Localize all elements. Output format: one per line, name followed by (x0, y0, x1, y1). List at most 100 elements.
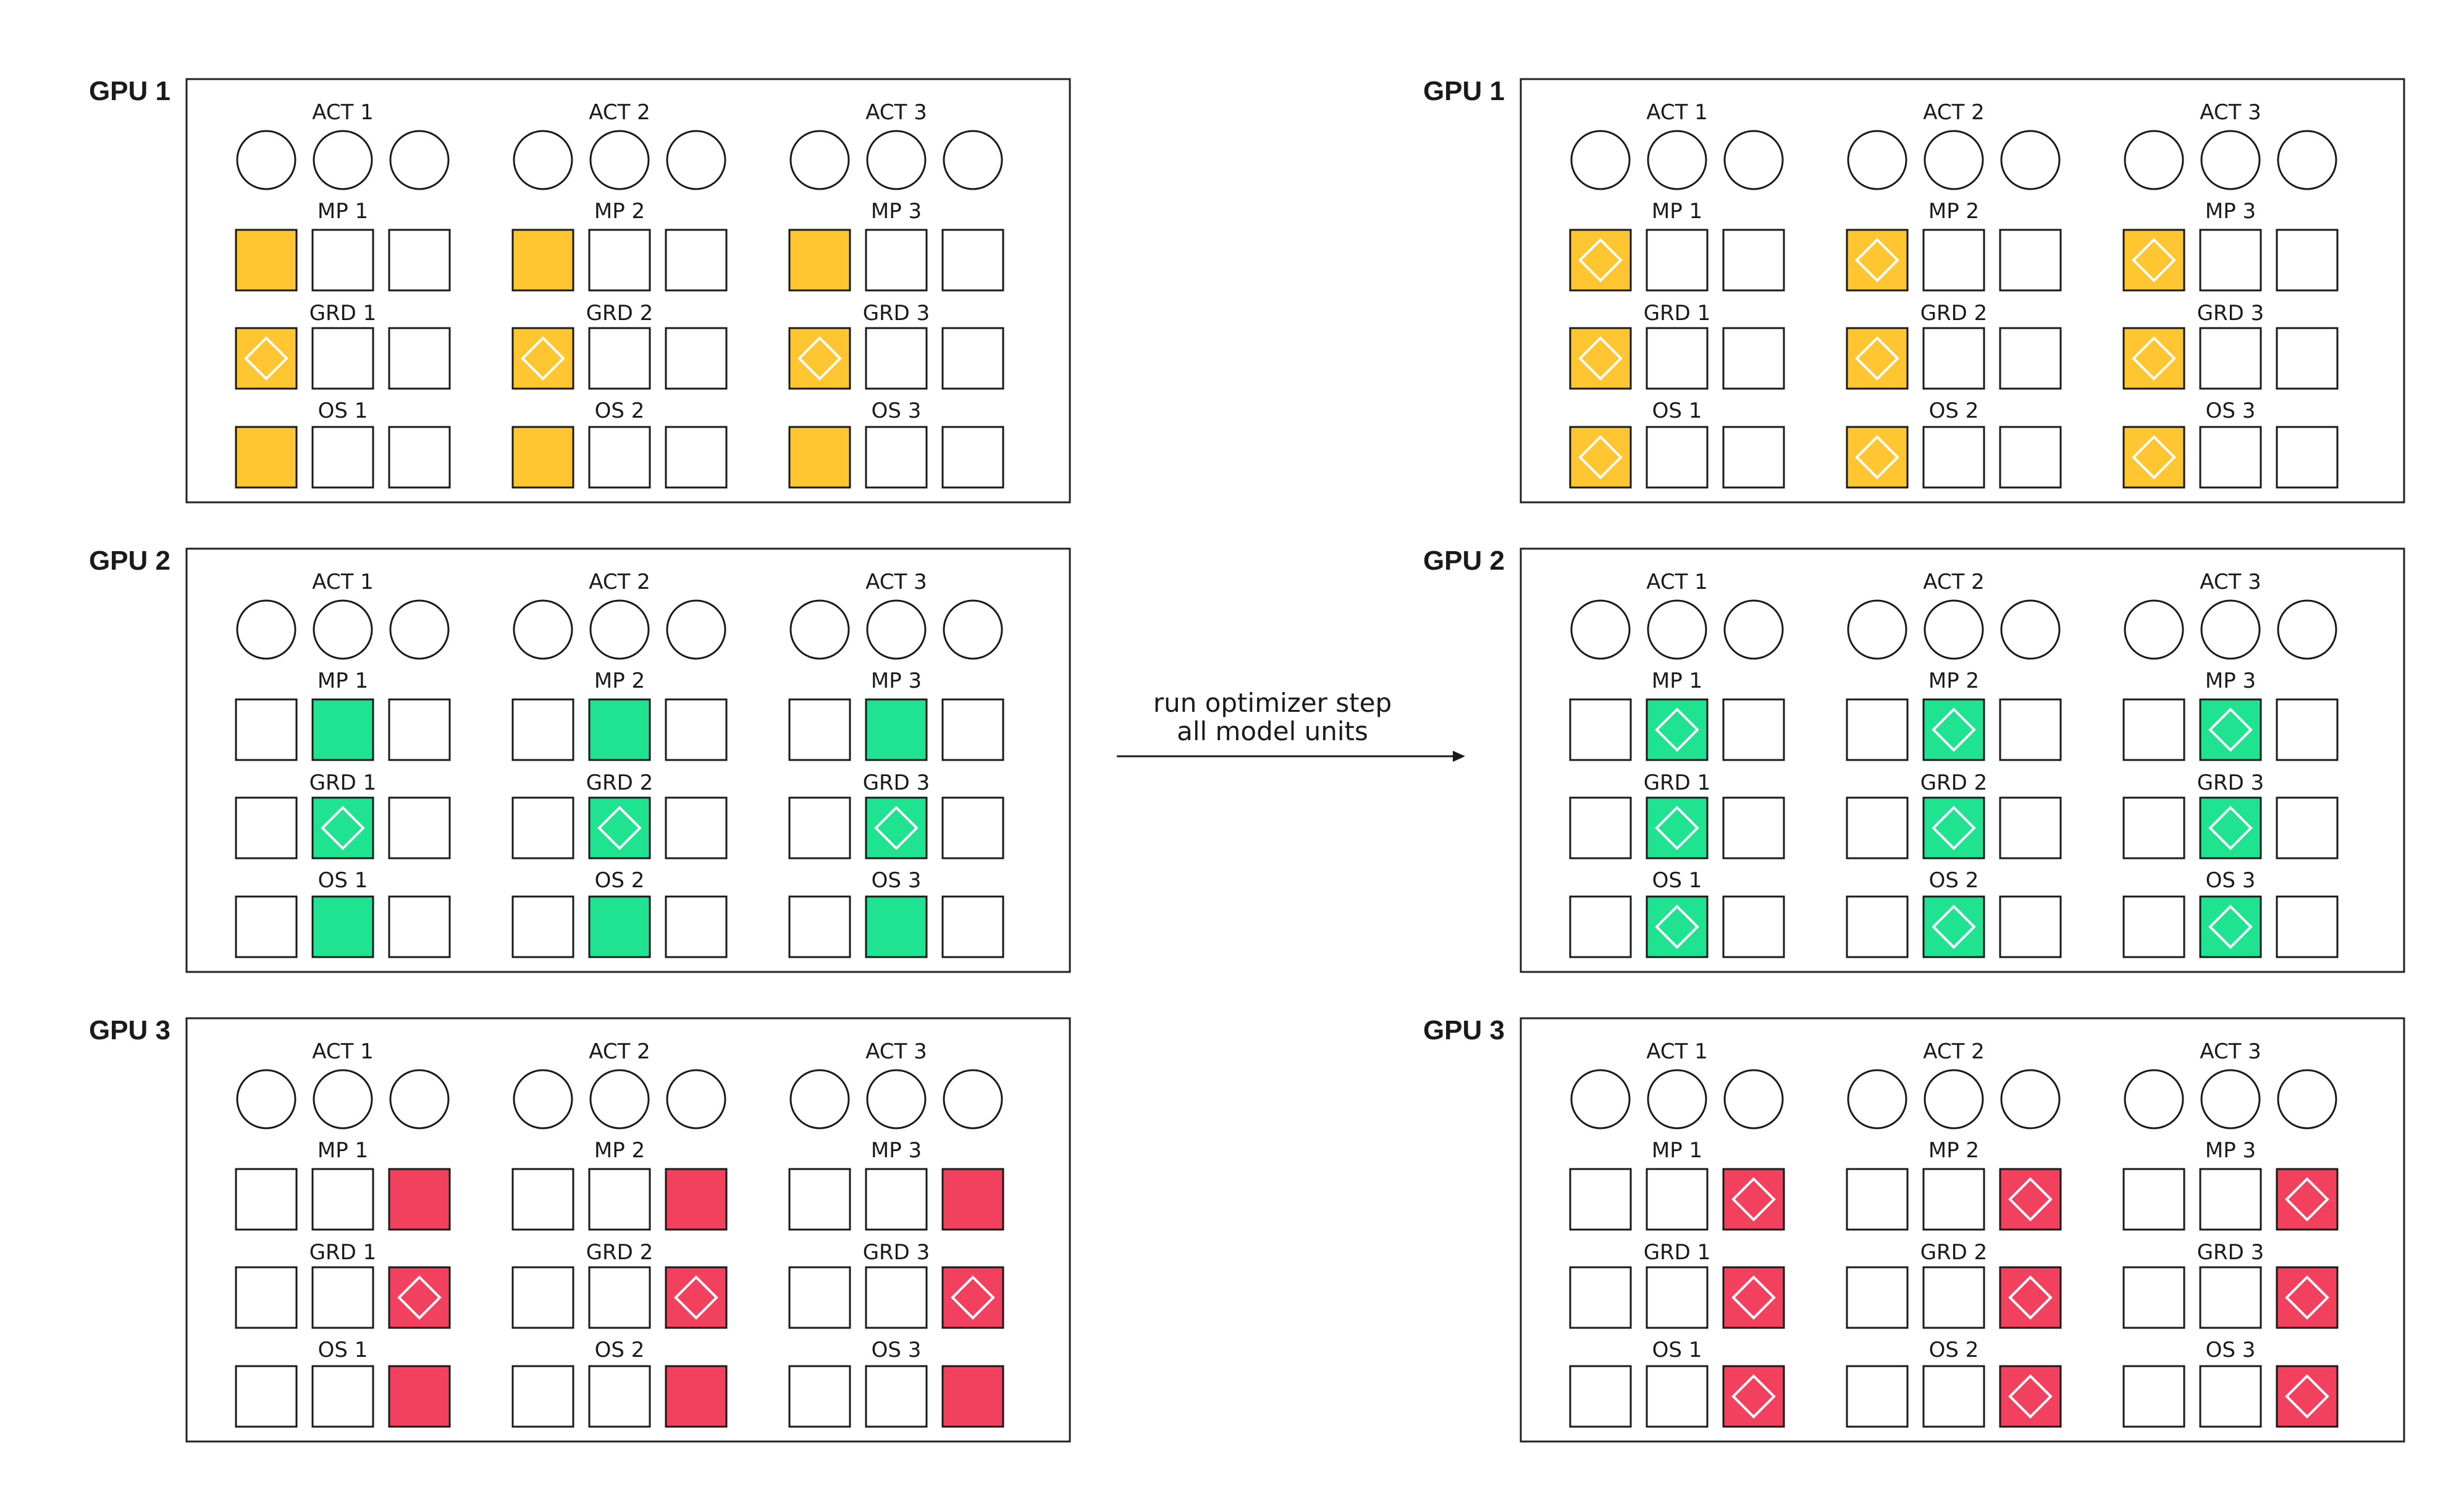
mp-shard-empty (1922, 1168, 1985, 1231)
grd-label: GRD 2 (586, 1240, 654, 1265)
updated-diamond-icon (2132, 435, 2176, 479)
grd-label: GRD 1 (309, 301, 377, 326)
grd-shard-empty (388, 796, 451, 859)
updated-diamond-icon (1655, 707, 1699, 752)
grd-label: GRD 2 (1920, 1240, 1988, 1265)
grd-label: GRD 2 (1920, 770, 1988, 795)
activation-circle (1570, 599, 1631, 660)
os-label: OS 2 (1929, 399, 1979, 423)
grd-shard-empty (1846, 1266, 1909, 1329)
mp-shard-empty (511, 1168, 574, 1231)
mp-label: MP 2 (1928, 1138, 1979, 1163)
mp-shard-empty (2276, 229, 2339, 292)
updated-diamond-icon (1855, 238, 1899, 282)
updated-diamond-icon (2008, 1275, 2053, 1320)
os-shard-empty (311, 426, 374, 489)
activation-circle (313, 599, 373, 660)
activation-circle (589, 130, 650, 190)
updated-diamond-icon (797, 336, 842, 381)
activation-circle (1647, 130, 1707, 190)
os-shard-empty (511, 1365, 574, 1428)
grd-label: GRD 1 (1644, 770, 1711, 795)
updated-diamond-icon (674, 1275, 718, 1320)
act-label: ACT 1 (1646, 1039, 1708, 1064)
os-label: OS 3 (872, 868, 922, 893)
grd-label: GRD 3 (863, 770, 930, 795)
mp-label: MP 1 (317, 199, 368, 224)
os-shard-empty (665, 895, 728, 958)
os-shard-empty (1846, 1365, 1909, 1428)
grd-shard-empty (511, 796, 574, 859)
grd-label: GRD 1 (309, 1240, 377, 1265)
os-shard-owned (788, 426, 851, 489)
grd-label: GRD 3 (2197, 770, 2264, 795)
os-label: OS 3 (2206, 399, 2256, 423)
updated-diamond-icon (951, 1275, 995, 1320)
updated-diamond-icon (597, 806, 642, 850)
mp-label: MP 2 (594, 1138, 645, 1163)
mp-label: MP 3 (2205, 199, 2256, 224)
act-label: ACT 1 (1646, 570, 1708, 594)
os-label: OS 2 (595, 868, 645, 893)
activation-circle (1847, 1069, 1907, 1129)
mp-shard-empty (2199, 229, 2262, 292)
updated-diamond-icon (2285, 1275, 2329, 1320)
os-label: OS 1 (1652, 868, 1702, 893)
activation-circle (513, 599, 573, 660)
mp-shard-empty (1999, 698, 2062, 761)
mp-shard-empty (1722, 229, 1785, 292)
grd-shard-empty (235, 1266, 298, 1329)
os-label: OS 2 (595, 399, 645, 423)
act-label: ACT 2 (1923, 100, 1985, 125)
act-label: ACT 3 (2200, 100, 2261, 125)
mp-shard-empty (511, 698, 574, 761)
activation-circle (236, 1069, 296, 1129)
os-label: OS 1 (1652, 399, 1702, 423)
mp-shard-empty (311, 229, 374, 292)
mp-shard-owned (941, 1168, 1004, 1231)
updated-diamond-icon (2008, 1177, 2053, 1222)
os-label: OS 3 (2206, 868, 2256, 893)
activation-circle (389, 1069, 450, 1129)
mp-shard-owned (588, 698, 651, 761)
os-shard-empty (388, 426, 451, 489)
grd-shard-empty (665, 796, 728, 859)
activation-circle (2124, 599, 2184, 660)
grd-shard-empty (865, 1266, 928, 1329)
grd-shard-empty (2276, 327, 2339, 390)
updated-diamond-icon (521, 336, 565, 381)
updated-diamond-icon (397, 1275, 442, 1320)
os-shard-owned (588, 895, 651, 958)
gpu-label: GPU 1 (1423, 76, 1505, 106)
mp-label: MP 2 (594, 669, 645, 693)
grd-shard-empty (1999, 796, 2062, 859)
optimizer-step-arrow: run optimizer step all model units (1117, 688, 1465, 762)
updated-diamond-icon (2208, 905, 2253, 949)
mp-shard-empty (588, 229, 651, 292)
grd-shard-empty (1846, 796, 1909, 859)
mp-shard-empty (388, 698, 451, 761)
grd-shard-empty (1569, 796, 1632, 859)
updated-diamond-icon (1655, 905, 1699, 949)
mp-shard-empty (941, 229, 1004, 292)
mp-shard-empty (865, 229, 928, 292)
activation-circle (513, 130, 573, 190)
os-shard-empty (1999, 426, 2062, 489)
activation-circle (2200, 1069, 2261, 1129)
activation-circle (666, 130, 726, 190)
os-shard-empty (2276, 426, 2339, 489)
grd-shard-empty (665, 327, 728, 390)
os-shard-empty (2199, 1365, 2262, 1428)
grd-label: GRD 2 (586, 770, 654, 795)
os-label: OS 1 (318, 868, 368, 893)
os-shard-owned (511, 426, 574, 489)
mp-label: MP 1 (317, 669, 368, 693)
act-label: ACT 1 (1646, 100, 1708, 125)
grd-shard-empty (2199, 1266, 2262, 1329)
mp-label: MP 1 (317, 1138, 368, 1163)
mp-label: MP 3 (2205, 1138, 2256, 1163)
mp-shard-empty (1922, 229, 1985, 292)
activation-circle (236, 599, 296, 660)
